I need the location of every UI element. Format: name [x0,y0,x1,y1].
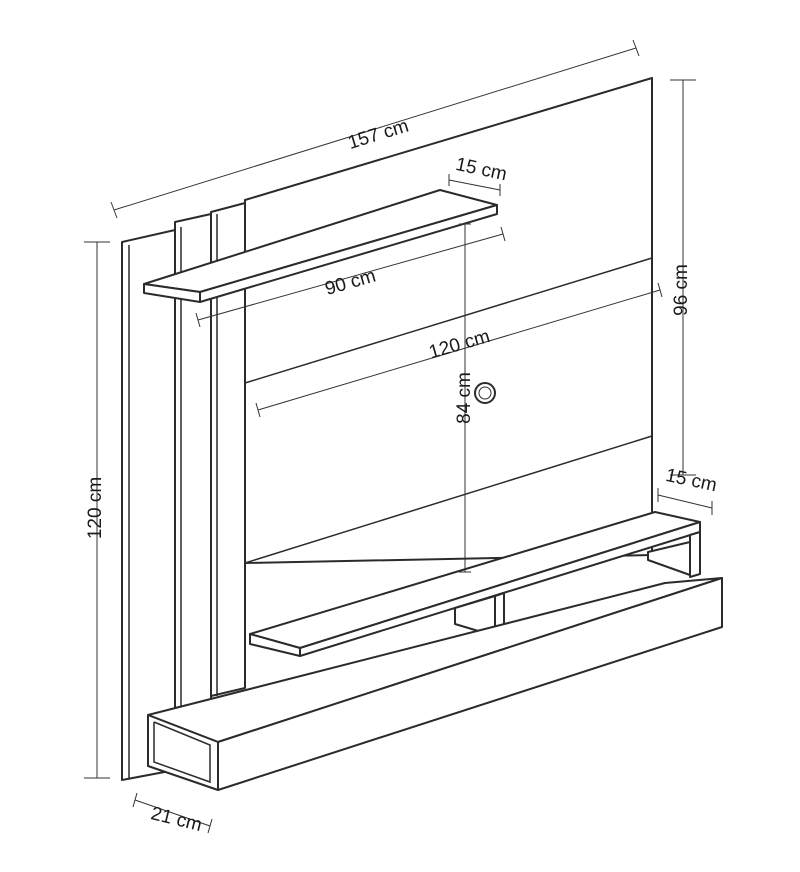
dim-console-shelf-depth: 15 cm [657,465,719,515]
top-shelf [143,189,498,303]
label-total-width: 157 cm [346,116,412,154]
base-cabinet [147,577,723,791]
label-total-height: 120 cm [85,477,106,539]
cable-hole [474,382,496,404]
label-panel-height: 96 cm [671,264,692,316]
label-tv-height: 84 cm [454,372,475,424]
console-shelf [249,511,701,657]
dim-tv-height: 84 cm [454,223,475,573]
dim-total-height: 120 cm [84,241,110,779]
dim-base-depth: 21 cm [132,792,213,836]
dim-panel-height: 96 cm [670,79,696,476]
label-console-shelf-depth: 15 cm [664,465,719,496]
label-base-depth: 21 cm [149,803,204,836]
